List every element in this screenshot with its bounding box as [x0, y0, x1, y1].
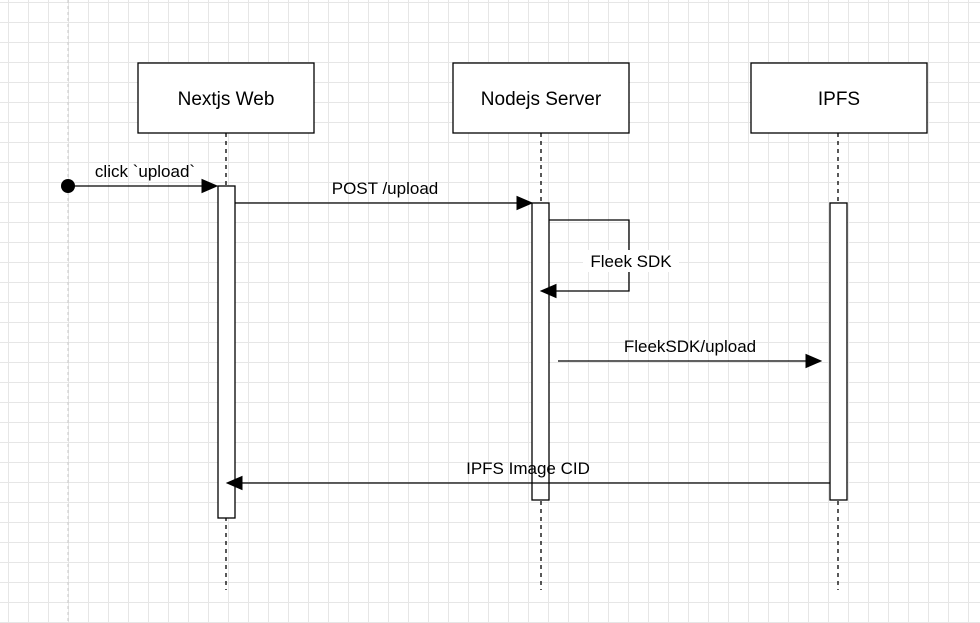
- participant-ipfs[interactable]: IPFS: [750, 62, 928, 134]
- participant-label-ipfs: IPFS: [818, 89, 860, 110]
- message-ipfs-image-cid[interactable]: IPFS Image CID: [225, 459, 830, 491]
- message-post-upload[interactable]: POST /upload: [235, 179, 534, 211]
- message-label-fleek-sdk: Fleek SDK: [590, 252, 672, 271]
- activation-bar-nextjs-web[interactable]: [217, 185, 236, 519]
- activation-bar-ipfs[interactable]: [829, 202, 848, 501]
- participant-label-nodejs-server: Nodejs Server: [481, 89, 602, 110]
- message-fleek-sdk[interactable]: Fleek SDK: [539, 219, 679, 299]
- participant-label-nextjs-web: Nextjs Web: [178, 89, 275, 110]
- participant-box-ipfs[interactable]: [750, 62, 928, 134]
- participant-nextjs-web[interactable]: Nextjs Web: [137, 62, 315, 134]
- message-label-fleeksdk-upload: FleekSDK/upload: [624, 337, 756, 356]
- participant-box-nextjs-web[interactable]: [137, 62, 315, 134]
- arrowhead-icon: [539, 283, 557, 299]
- activation-bar-nodejs-server[interactable]: [531, 202, 550, 501]
- participant-nodejs-server[interactable]: Nodejs Server: [452, 62, 630, 134]
- participant-box-nodejs-server[interactable]: [452, 62, 630, 134]
- arrowhead-icon: [225, 475, 243, 491]
- message-click-upload[interactable]: click `upload`: [61, 162, 219, 194]
- message-label-ipfs-image-cid: IPFS Image CID: [466, 459, 590, 478]
- message-label-post-upload: POST /upload: [332, 179, 438, 198]
- label-background: [583, 250, 679, 272]
- arrowhead-icon: [516, 195, 534, 211]
- arrowhead-icon: [805, 353, 823, 369]
- message-label-click-upload: click `upload`: [95, 162, 195, 181]
- message-fleeksdk-upload[interactable]: FleekSDK/upload: [558, 337, 823, 369]
- arrowhead-icon: [201, 178, 219, 194]
